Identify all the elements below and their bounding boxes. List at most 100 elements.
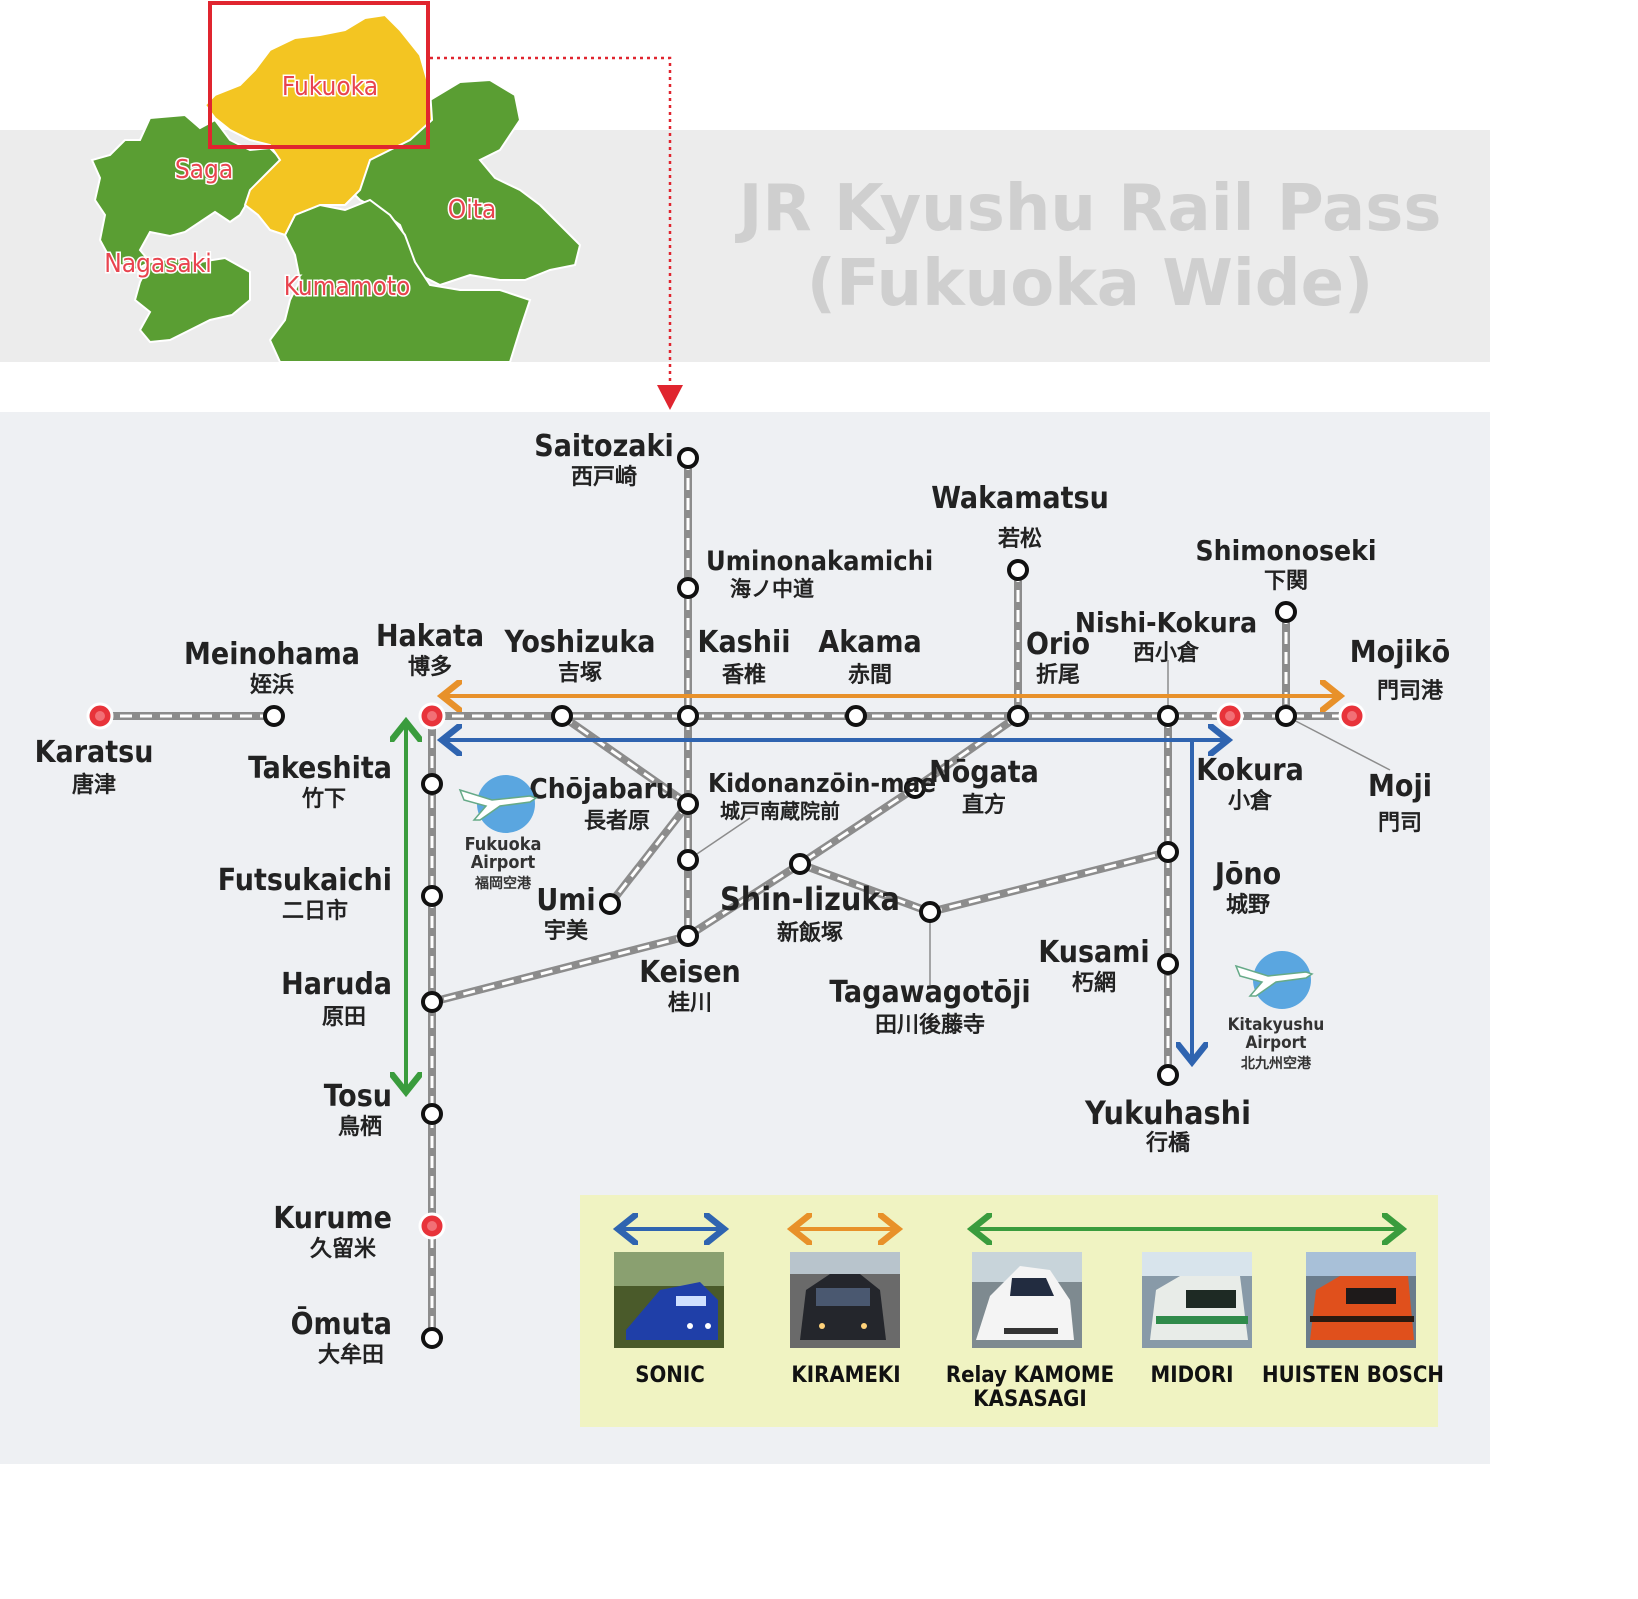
station-yoshizuka-ja: 吉塚	[558, 660, 602, 686]
station-nogata-en: Nōgata	[929, 755, 1039, 790]
station-akama-ja: 赤間	[848, 663, 892, 688]
station-hakata-en: Hakata	[376, 619, 484, 654]
title-line-2: (Fukuoka Wide)	[807, 247, 1373, 321]
station-tosu-en: Tosu	[324, 1079, 392, 1114]
station-haruda-en: Haruda	[281, 967, 392, 1002]
legend-label-kirameki: KIRAMEKI	[791, 1363, 900, 1388]
station-kashii-en: Kashii	[698, 625, 791, 660]
station-dot-kashii	[677, 705, 699, 727]
station-dot-takeshita	[421, 773, 443, 795]
station-karatsu-ja: 唐津	[72, 772, 116, 798]
station-umi-ja: 宇美	[544, 918, 589, 944]
station-dot-omuta	[421, 1327, 443, 1349]
fukuoka-airport-en2: Airport	[471, 852, 536, 873]
station-dot-saitozaki	[677, 447, 699, 469]
station-kidonanzoin-en: Kidonanzōin-mae	[708, 769, 936, 799]
fukuoka-airport-en1: Fukuoka	[465, 834, 542, 855]
station-tosu-ja: 鳥栖	[338, 1114, 382, 1140]
station-futsukaichi-ja: 二日市	[282, 898, 348, 924]
station-yoshizuka-en: Yoshizuka	[504, 625, 656, 660]
station-shiniizuka-en: Shin-Iizuka	[720, 880, 900, 918]
station-orio-en: Orio	[1026, 627, 1090, 662]
station-futsukaichi-en: Futsukaichi	[218, 863, 392, 898]
station-haruda-ja: 原田	[322, 1005, 366, 1030]
station-kusami-en: Kusami	[1038, 935, 1149, 970]
station-karatsu-en: Karatsu	[35, 735, 154, 770]
legend-label-huis-ten-bosch: HUISTEN BOSCH	[1262, 1363, 1444, 1388]
fukuoka-airport: Fukuoka Airport 福岡空港	[458, 775, 542, 892]
station-dot-orio	[1007, 705, 1029, 727]
station-kurume-en: Kurume	[273, 1201, 392, 1236]
station-labels: Saitozaki 西戸崎 Uminonakamichi 海ノ中道 Wakama…	[35, 429, 1451, 1368]
station-moji-en: Moji	[1368, 769, 1432, 804]
station-moji-ja: 門司	[1378, 811, 1422, 836]
inset-connector-arrow	[430, 56, 672, 385]
station-takeshita-en: Takeshita	[248, 751, 392, 786]
kyushu-inset-map: Fukuoka Saga Oita Nagasaki Kumamoto	[90, 1, 582, 363]
station-nishikokura-en: Nishi-Kokura	[1075, 606, 1257, 639]
station-dot-tagawagotoji	[919, 901, 941, 923]
station-omuta-en: Ōmuta	[291, 1306, 392, 1342]
station-tagawagotoji-en: Tagawagotōji	[829, 975, 1030, 1010]
station-hakata-ja: 博多	[408, 654, 452, 680]
fukuoka-region	[203, 13, 434, 237]
station-nishikokura-ja: 西小倉	[1133, 640, 1200, 666]
station-akama-en: Akama	[818, 625, 921, 660]
station-shimonoseki-ja: 下関	[1264, 569, 1308, 594]
station-shiniizuka-ja: 新飯塚	[777, 920, 843, 946]
kitakyushu-airport: Kitakyushu Airport 北九州空港	[1228, 951, 1325, 1072]
station-keisen-ja: 桂川	[668, 990, 712, 1016]
station-dot-jono	[1157, 841, 1179, 863]
pref-label-saga: Saga	[175, 155, 233, 185]
legend-label-midori: MIDORI	[1151, 1363, 1234, 1388]
station-dot-uminonakamichi	[677, 577, 699, 599]
station-dot-yoshizuka	[551, 705, 573, 727]
nagasaki-south	[133, 256, 251, 344]
pref-label-fukuoka: Fukuoka	[282, 72, 378, 102]
station-dot-chojabaru	[677, 793, 699, 815]
station-keisen-en: Keisen	[639, 955, 741, 990]
station-mojiko-ja: 門司港	[1377, 679, 1444, 704]
station-kokura-en: Kokura	[1196, 753, 1304, 788]
airplane-icon	[1234, 964, 1314, 997]
sonic-train-image	[614, 1252, 724, 1348]
station-takeshita-ja: 竹下	[301, 786, 346, 812]
station-dot-nishikokura	[1157, 705, 1179, 727]
station-saitozaki-ja: 西戸崎	[571, 465, 637, 490]
station-umi-en: Umi	[536, 883, 595, 918]
pref-label-oita: Oita	[448, 195, 496, 225]
station-tagawagotoji-ja: 田川後藤寺	[875, 1012, 985, 1038]
station-kusami-ja: 朽網	[1072, 970, 1116, 996]
fukuoka-airport-ja: 福岡空港	[474, 875, 532, 892]
inset-connector-arrowhead	[657, 385, 683, 410]
station-chojabaru-en: Chōjabaru	[529, 772, 674, 805]
station-kurume-ja: 久留米	[310, 1236, 377, 1262]
legend-label-kasasagi: KASASAGI	[973, 1387, 1086, 1412]
legend-label-sonic: SONIC	[635, 1363, 705, 1388]
station-dot-kidonanzoin	[677, 849, 699, 871]
station-wakamatsu-en: Wakamatsu	[931, 481, 1109, 516]
station-orio-ja: 折尾	[1036, 663, 1080, 688]
station-dot-nogata	[904, 777, 926, 799]
station-chojabaru-ja: 長者原	[584, 809, 650, 834]
station-kokura-ja: 小倉	[1228, 788, 1273, 814]
station-kashii-ja: 香椎	[722, 662, 766, 688]
station-dot-meinohama	[263, 705, 285, 727]
station-shimonoseki-en: Shimonoseki	[1196, 534, 1377, 567]
kitakyushu-airport-en1: Kitakyushu	[1228, 1015, 1325, 1035]
station-dot-akama	[845, 705, 867, 727]
station-dot-kusami	[1157, 953, 1179, 975]
station-dot-umi	[599, 893, 621, 915]
station-wakamatsu-ja: 若松	[998, 526, 1042, 552]
station-dot-moji	[1275, 705, 1297, 727]
station-yukuhashi-ja: 行橋	[1145, 1130, 1191, 1156]
pref-label-nagasaki: Nagasaki	[104, 249, 212, 279]
station-dot-wakamatsu	[1007, 559, 1029, 581]
huis-ten-bosch-train-image	[1306, 1252, 1416, 1348]
station-omuta-ja: 大牟田	[318, 1342, 384, 1368]
midori-train-image	[1142, 1252, 1252, 1348]
station-jono-en: Jōno	[1213, 857, 1281, 892]
station-markers	[86, 447, 1366, 1349]
pref-label-kumamoto: Kumamoto	[284, 272, 411, 302]
station-uminonakamichi-en: Uminonakamichi	[706, 546, 933, 577]
